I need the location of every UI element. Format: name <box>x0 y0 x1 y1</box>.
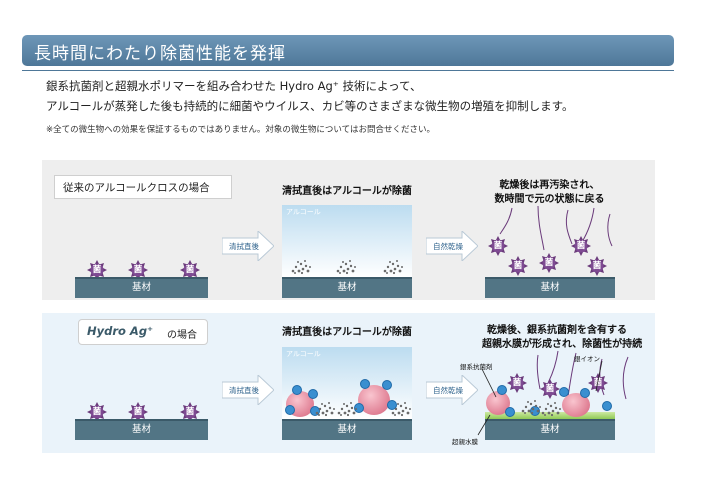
silver-ion <box>310 406 320 416</box>
step3-heading-line1: 乾燥後、銀系抗菌剤を含有する <box>487 325 627 336</box>
hydro-label-suffix: の場合 <box>167 330 197 341</box>
hydro-ag-logo: Hydro Ag⁺ <box>87 324 154 338</box>
arrow-dry: 自然乾燥 <box>426 231 478 261</box>
germ-icon: 菌 <box>507 373 527 393</box>
callout-silver-agent: 銀系抗菌剤 <box>460 363 493 371</box>
base-substrate: 基材 <box>75 419 208 440</box>
germ-icon: 菌 <box>539 253 559 273</box>
silver-ion <box>285 405 295 415</box>
step3-heading-line1: 乾燥後は再汚染され、 <box>499 180 600 191</box>
recontamination-arrows <box>499 205 613 251</box>
base-substrate: 基材 <box>485 277 615 298</box>
hydro-ag-panel: Hydro Ag⁺ の場合 菌 菌 菌 基材 清拭直後 清拭直後はアルコールが除… <box>42 313 655 453</box>
title-underline <box>22 70 674 71</box>
section-title-bar: 長時間にわたり除菌性能を発揮 <box>22 35 674 66</box>
alcohol-label: アルコール <box>286 208 321 216</box>
germ-icon: 菌 <box>571 236 591 256</box>
description-line-2: アルコールが蒸発した後も持続的に細菌やウイルス、カビ等のさまざまな微生物の増殖を… <box>46 99 574 113</box>
superhydrophilic-film <box>485 412 615 419</box>
germ-icon: 菌 <box>128 260 148 280</box>
callout-silver-ion: 銀イオン <box>574 355 600 363</box>
conventional-label-box: 従来のアルコールクロスの場合 <box>54 175 232 199</box>
dead-germ-particles <box>390 399 412 417</box>
base-substrate: 基材 <box>485 419 615 440</box>
dead-germ-particles <box>336 399 358 417</box>
arrow-dry-label: 自然乾燥 <box>433 242 463 251</box>
step3-heading-line2: 超親水膜が形成され、除菌性が持続 <box>482 339 643 350</box>
step3-heading-line2: 数時間で元の状態に戻る <box>494 194 605 205</box>
silver-ion <box>580 388 590 398</box>
callout-leader-lines <box>477 360 603 436</box>
silver-ion <box>387 400 397 410</box>
dead-germ-particles <box>335 257 357 275</box>
base-substrate: 基材 <box>282 419 412 440</box>
silver-ion <box>602 401 612 411</box>
dead-germ-particles <box>290 257 312 275</box>
silver-ion <box>360 379 370 389</box>
disclaimer-note: ※全ての微生物への効果を保証するものではありません。対象の微生物についてはお問合… <box>46 125 435 135</box>
conventional-panel: 従来のアルコールクロスの場合 菌 菌 菌 基材 清拭直後 清拭直後はアルコールが… <box>42 160 655 300</box>
silver-ion <box>308 389 318 399</box>
arrow-wipe: 清拭直後 <box>222 231 274 261</box>
silver-ion <box>354 403 364 413</box>
germ-icon: 菌 <box>87 402 107 422</box>
dead-germ-particles <box>382 257 404 275</box>
step2-heading: 清拭直後はアルコールが除菌 <box>282 186 412 197</box>
arrow-dry-label: 自然乾燥 <box>433 386 463 395</box>
arrow-wipe-label: 清拭直後 <box>229 242 259 251</box>
conventional-label: 従来のアルコールクロスの場合 <box>63 182 210 194</box>
silver-ion <box>505 407 515 417</box>
alcohol-label: アルコール <box>286 350 321 358</box>
germ-icon: 菌 <box>488 236 508 256</box>
arrow-wipe: 清拭直後 <box>222 375 274 405</box>
step2-heading: 清拭直後はアルコールが除菌 <box>282 327 412 338</box>
silver-ion <box>292 385 302 395</box>
germ-icon: 菌 <box>180 260 200 280</box>
dead-germ-particles <box>314 399 336 417</box>
arrow-wipe-label: 清拭直後 <box>229 386 259 395</box>
base-substrate: 基材 <box>282 277 412 298</box>
germ-icon: 菌 <box>508 256 528 276</box>
silver-ion <box>559 387 569 397</box>
germ-icon: 菌 <box>540 379 560 399</box>
description-line-1: 銀系抗菌剤と超親水ポリマーを組み合わせた Hydro Ag⁺ 技術によって、 <box>46 79 422 93</box>
silver-ion <box>497 385 507 395</box>
arrow-dry: 自然乾燥 <box>426 375 478 405</box>
germ-icon: 菌 <box>180 402 200 422</box>
section-title: 長時間にわたり除菌性能を発揮 <box>34 44 286 64</box>
hydro-label-box: Hydro Ag⁺ の場合 <box>78 319 208 345</box>
alcohol-layer: アルコール <box>282 205 412 277</box>
germ-icon: 菌 <box>587 256 607 276</box>
callout-hydrophilic-film: 超親水膜 <box>452 438 478 446</box>
germ-icon: 菌 <box>87 260 107 280</box>
silver-ion <box>382 380 392 390</box>
base-substrate: 基材 <box>75 277 208 298</box>
germ-icon: 菌 <box>128 402 148 422</box>
